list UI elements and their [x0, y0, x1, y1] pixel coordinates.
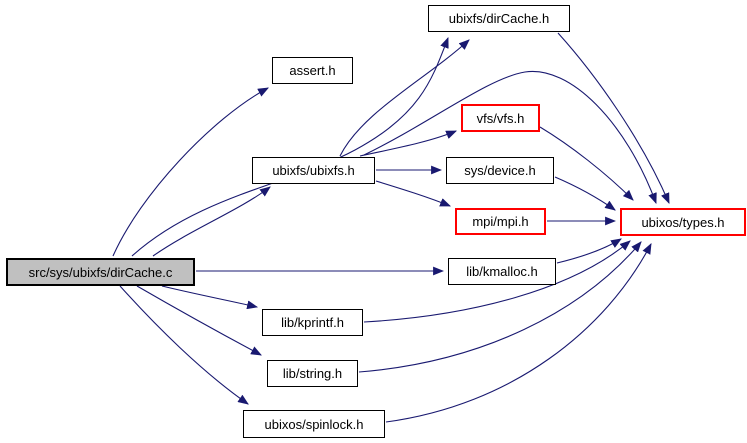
edge-device-h-types-h [554, 176, 616, 211]
edge-dircache-c-string-h [136, 285, 262, 356]
node-ubixos-spinlock-h[interactable]: ubixos/spinlock.h [243, 410, 385, 438]
node-vfs-vfs-h[interactable]: vfs/vfs.h [461, 104, 540, 132]
edge-dircache-c-dircache-h [131, 36, 449, 257]
edge-ubixfs-h-dircache-h [339, 39, 470, 157]
node-ubixos-types-h[interactable]: ubixos/types.h [620, 208, 746, 236]
edge-kprintf-h-types-h [363, 240, 631, 323]
node-ubixfs-ubixfs-h[interactable]: ubixfs/ubixfs.h [252, 157, 375, 184]
edge-dircache-c-spinlock-h [119, 285, 249, 405]
edge-dircache-c-kprintf-h [161, 285, 259, 310]
node-mpi-mpi-h[interactable]: mpi/mpi.h [455, 208, 546, 235]
edge-kmalloc-h-types-h [556, 238, 622, 264]
edge-ubixfs-h-types-h [363, 70, 657, 205]
node-assert-h[interactable]: assert.h [272, 57, 353, 84]
node-ubixfs-dircache-h[interactable]: ubixfs/dirCache.h [428, 5, 570, 32]
edge-dircache-c-assert-h [112, 87, 269, 257]
node-lib-kprintf-h[interactable]: lib/kprintf.h [262, 309, 363, 336]
node-lib-string-h[interactable]: lib/string.h [267, 360, 358, 387]
edge-dircache-h-types-h [557, 32, 670, 205]
edge-dircache-c-ubixfs-h [152, 186, 271, 257]
edge-vfs-h-types-h [539, 126, 634, 201]
edge-ubixfs-h-vfs-h [359, 130, 458, 157]
edge-ubixfs-h-mpi-h [375, 180, 452, 207]
node-sys-device-h[interactable]: sys/device.h [446, 157, 554, 184]
edge-string-h-types-h [358, 241, 642, 373]
edge-spinlock-h-types-h [385, 243, 652, 423]
node-lib-kmalloc-h[interactable]: lib/kmalloc.h [448, 258, 556, 285]
node-src-sys-ubixfs-dircache-c: src/sys/ubixfs/dirCache.c [6, 258, 195, 286]
